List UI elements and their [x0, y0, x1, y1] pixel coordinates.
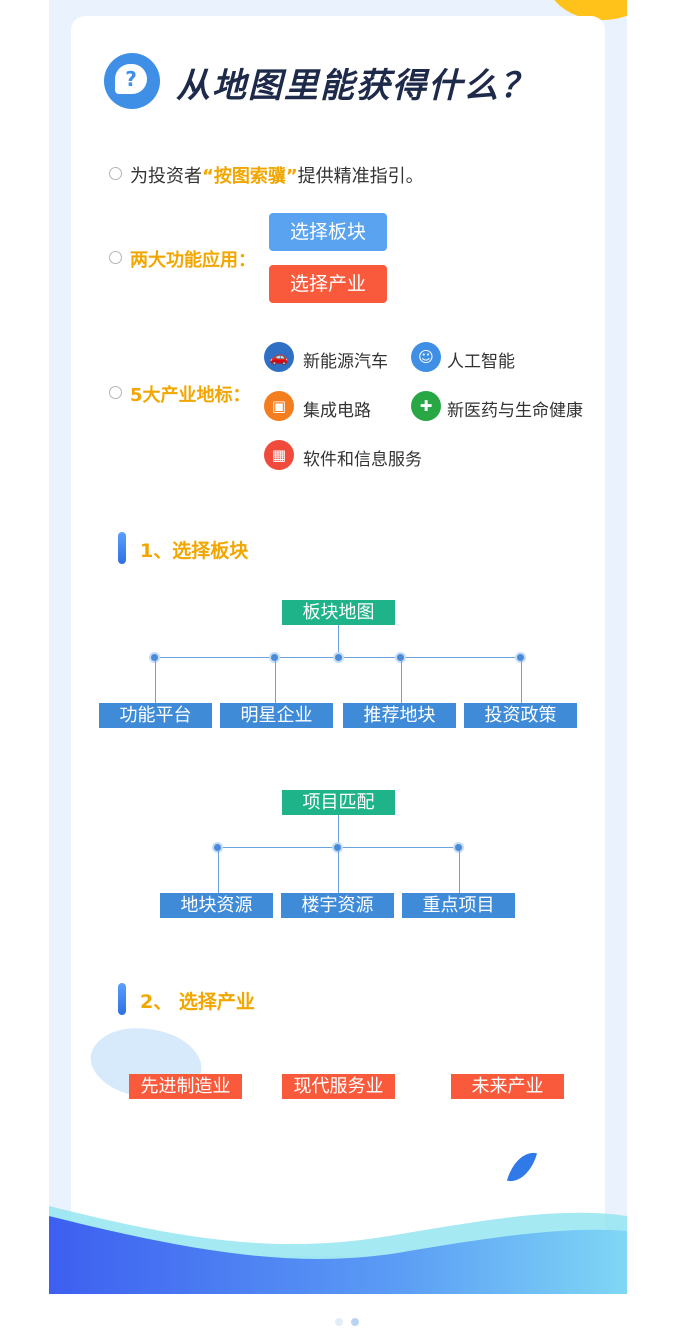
- chip-icon: ▣: [264, 391, 294, 421]
- connector: [338, 851, 339, 893]
- car-icon: 🚗: [264, 342, 294, 372]
- connector: [155, 661, 156, 703]
- tree2-child: 地块资源: [160, 893, 273, 918]
- software-icon: ▦: [264, 440, 294, 470]
- section-marker: [118, 983, 126, 1015]
- poster: ? 从地图里能获得什么？ 为投资者“按图索骥”提供精准指引。 两大功能应用： 选…: [49, 0, 627, 1294]
- page-title: 从地图里能获得什么？: [176, 66, 536, 106]
- wave-decoration: [49, 1206, 627, 1294]
- industry-label: 软件和信息服务: [303, 450, 422, 470]
- tree2-root: 项目匹配: [282, 790, 395, 815]
- node-dot: [397, 654, 404, 661]
- node-dot: [151, 654, 158, 661]
- select-industry-button[interactable]: 选择产业: [269, 265, 387, 303]
- bullet-circle: [109, 167, 122, 180]
- bullet-circle: [109, 251, 122, 264]
- industry-label: 人工智能: [447, 352, 515, 372]
- connector: [338, 625, 339, 657]
- connector: [459, 851, 460, 893]
- bullet-circle: [109, 386, 122, 399]
- node-dot: [271, 654, 278, 661]
- tree1-child: 投资政策: [464, 703, 577, 728]
- section-marker: [118, 532, 126, 564]
- connector: [218, 851, 219, 893]
- industry-label: 新能源汽车: [303, 352, 388, 372]
- tree1-root: 板块地图: [282, 600, 395, 625]
- industry-label: 集成电路: [303, 401, 371, 421]
- node-dot: [455, 844, 462, 851]
- intro-line: 为投资者“按图索骥”提供精准指引。: [130, 162, 424, 188]
- landmarks-label: 5大产业地标：: [130, 385, 251, 406]
- tree1-child: 功能平台: [99, 703, 212, 728]
- industry-tag: 先进制造业: [129, 1074, 242, 1099]
- tree1-child: 明星企业: [220, 703, 333, 728]
- connector: [338, 815, 339, 847]
- tree2-child: 楼宇资源: [281, 893, 394, 918]
- node-dot: [334, 844, 341, 851]
- page-indicator-dot-active[interactable]: [351, 1318, 359, 1326]
- industry-label: 新医药与生命健康: [447, 401, 583, 421]
- section2-title: 2、 选择产业: [140, 991, 255, 1013]
- medkit-icon: ✚: [411, 391, 441, 421]
- intro-prefix: 为投资者: [130, 166, 202, 187]
- tree2-child: 重点项目: [402, 893, 515, 918]
- connector: [275, 661, 276, 703]
- functions-label: 两大功能应用：: [130, 250, 256, 271]
- select-block-button[interactable]: 选择板块: [269, 213, 387, 251]
- question-bubble-icon: ?: [104, 53, 160, 109]
- section1-title: 1、选择板块: [140, 540, 249, 562]
- page-indicator-dot[interactable]: [335, 1318, 343, 1326]
- industry-tag: 现代服务业: [282, 1074, 395, 1099]
- industry-tag: 未来产业: [451, 1074, 564, 1099]
- node-dot: [335, 654, 342, 661]
- intro-highlight: “按图索骥”: [202, 166, 298, 187]
- tree1-child: 推荐地块: [343, 703, 456, 728]
- node-dot: [517, 654, 524, 661]
- node-dot: [214, 844, 221, 851]
- intro-suffix: 提供精准指引。: [297, 166, 424, 187]
- ai-head-icon: ☺: [411, 342, 441, 372]
- connector: [521, 661, 522, 703]
- connector: [401, 661, 402, 703]
